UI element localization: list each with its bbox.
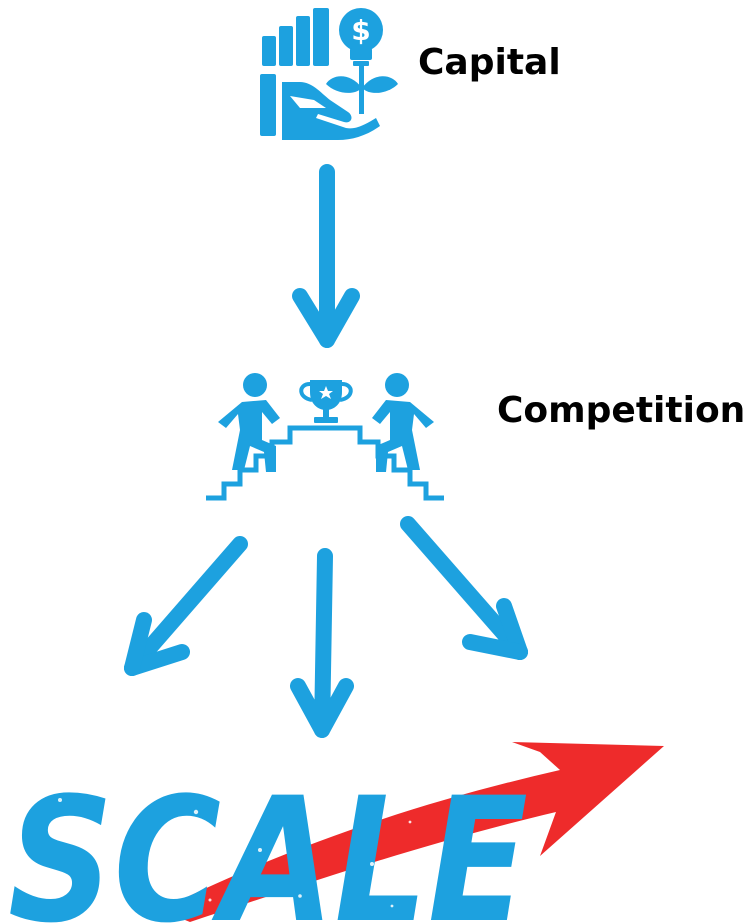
- scale-texture: [58, 758, 502, 908]
- scale-word: SCALE: [8, 760, 528, 923]
- arrow-competition-right: [400, 516, 528, 660]
- capital-label: Capital: [418, 42, 561, 83]
- competition-label: Competition: [497, 390, 745, 431]
- svg-text:$: $: [351, 14, 370, 47]
- competition-podium-icon: [206, 373, 444, 501]
- arrow-competition-center: [290, 548, 354, 738]
- money-growth-hand-icon: $: [260, 8, 398, 140]
- trend-arrow-icon: [160, 742, 664, 922]
- arrow-competition-left: [124, 536, 248, 676]
- arrow-capital-to-competition: [292, 164, 360, 348]
